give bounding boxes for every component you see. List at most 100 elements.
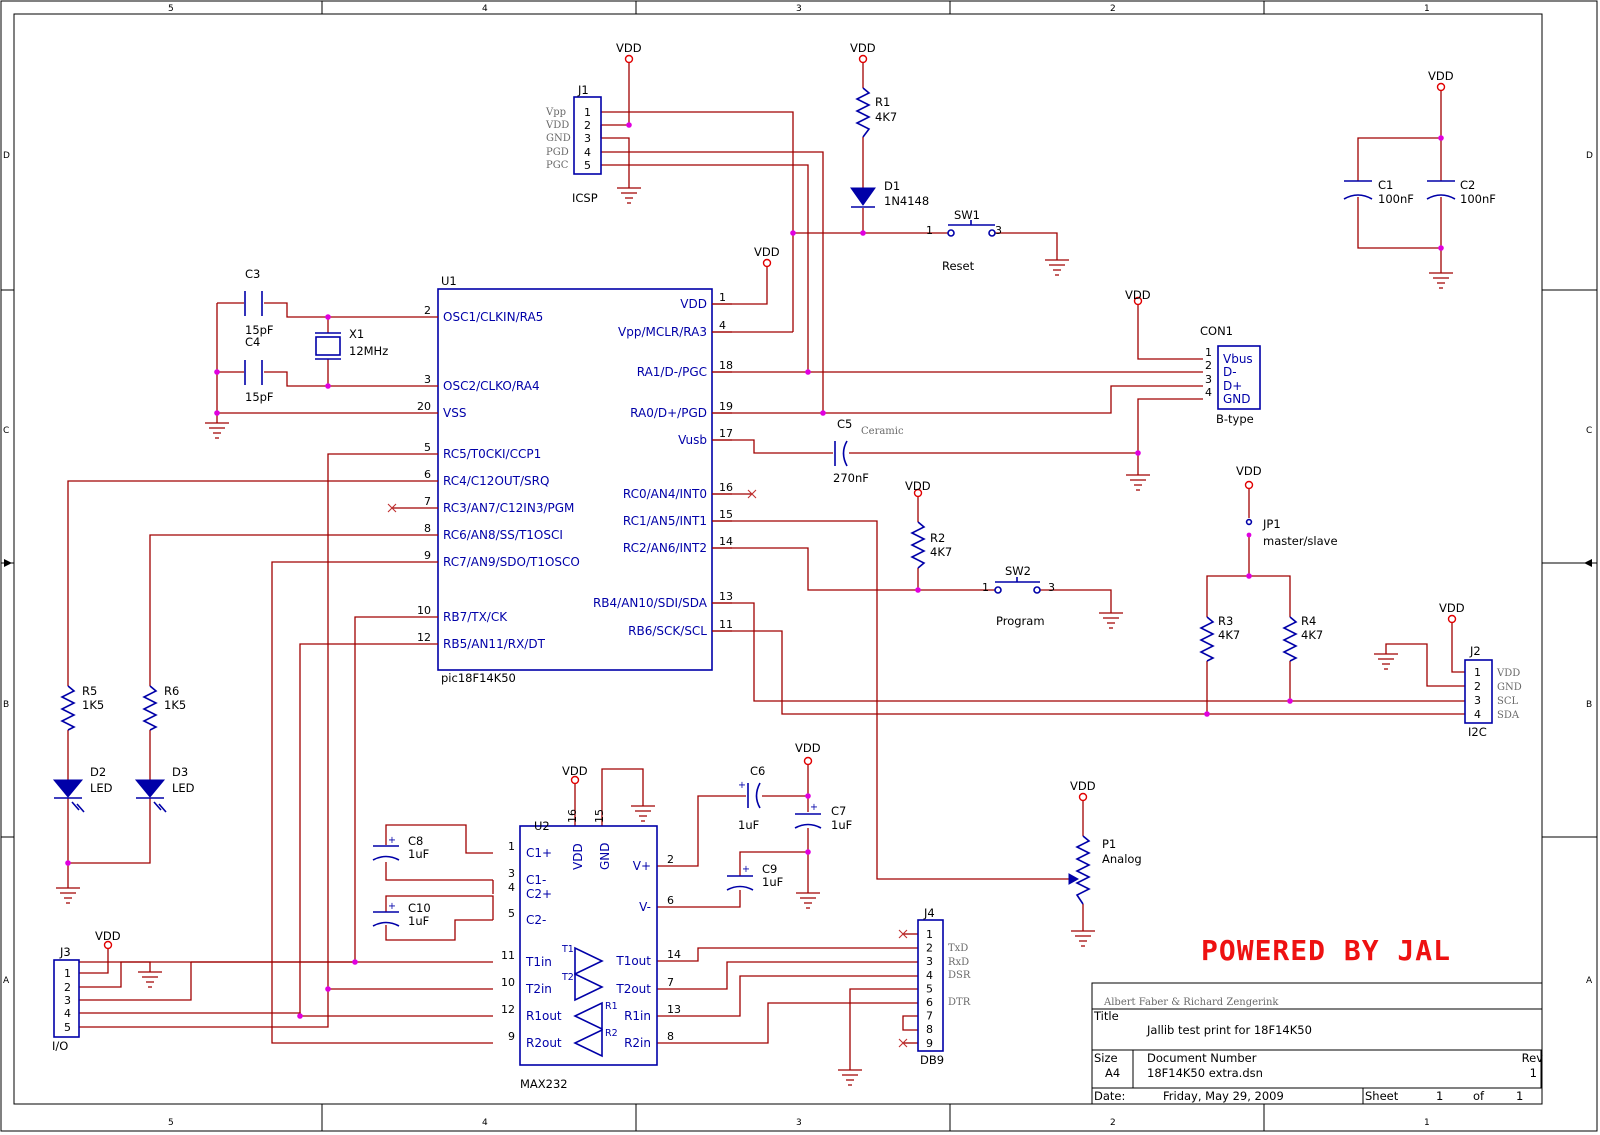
d3-value: LED — [172, 781, 195, 795]
u1-microcontroller: U1 pic18F14K50 OSC1/CLKIN/RA52OSC2/CLKO/… — [417, 274, 733, 685]
j2-pin-1: 1 — [1474, 666, 1481, 679]
c3-ref: C3 — [245, 267, 260, 281]
c3-capacitor: C3 15pF — [244, 267, 274, 337]
tb-title: Jallib test print for 18F14K50 — [1146, 1023, 1312, 1037]
d2-ref: D2 — [90, 765, 106, 779]
c6-value: 1uF — [738, 818, 759, 832]
u1-pin-number-right: 18 — [719, 359, 733, 372]
u2-pin-15-num: 15 — [593, 809, 606, 823]
vdd-label: VDD — [1236, 464, 1262, 478]
buffer-icon — [574, 972, 604, 1002]
u1-pin-label-left: OSC2/CLKO/RA4 — [443, 379, 540, 393]
u1-pin-number-right: 15 — [719, 508, 733, 521]
ground-symbols — [56, 187, 1453, 1086]
r3-resistor: R3 4K7 — [1199, 614, 1240, 662]
j2-signal-gnd: GND — [1497, 682, 1522, 693]
c7-capacitor: + C7 1uF — [794, 802, 852, 832]
vdd-port-icon — [803, 756, 813, 766]
u1-pin-label-right: RC0/AN4/INT0 — [623, 487, 707, 501]
u1-pin-number-left: 10 — [417, 604, 431, 617]
d1-value: 1N4148 — [884, 194, 929, 208]
u2-pin-label-left: R2out — [526, 1036, 562, 1050]
tb-of-label: of — [1473, 1089, 1485, 1103]
u1-pin-label-left: RC3/AN7/C12IN3/PGM — [443, 501, 574, 515]
j3-io-header: J3 I/O 1 2 3 4 5 — [52, 945, 80, 1053]
u2-pin-label-right: T1out — [615, 954, 651, 968]
j1-pin-3: 3 — [584, 132, 591, 145]
vdd-label: VDD — [95, 929, 121, 943]
u2-pin-label-left: C1+ — [526, 846, 552, 860]
tb-docnum: 18F14K50 extra.dsn — [1147, 1066, 1263, 1080]
con1-signal-dplus: D+ — [1223, 379, 1242, 393]
u2-pin-number-right: 14 — [667, 948, 681, 961]
frame-col-bottom-4: 2 — [1110, 1118, 1116, 1128]
j4-signal-dsr: DSR — [948, 970, 971, 981]
u2-pin-number-right: 2 — [667, 853, 674, 866]
c7-polarity: + — [810, 802, 818, 813]
frame-row-right-d: D — [1586, 151, 1593, 161]
c7-ref: C7 — [831, 804, 846, 818]
c9-value: 1uF — [762, 875, 783, 889]
c7-value: 1uF — [831, 818, 852, 832]
u2-pin-number-left: 5 — [508, 907, 515, 920]
frame-col-top-1: 5 — [168, 4, 174, 14]
c8-polarity: + — [388, 835, 396, 846]
u1-pin-label-left: RC7/AN9/SDO/T1OSCO — [443, 555, 580, 569]
u2-pin-label-left: C1- — [526, 873, 546, 887]
u2-pin-label-left: R1out — [526, 1009, 562, 1023]
u1-left-pins: OSC1/CLKIN/RA52OSC2/CLKO/RA43VSS20RC5/T0… — [417, 304, 580, 651]
con1-signal-vbus: Vbus — [1223, 352, 1253, 366]
c9-polarity: + — [742, 864, 750, 875]
u1-pin-number-right: 4 — [719, 319, 726, 332]
u2-pin-vdd: VDD — [571, 843, 585, 870]
u2-pin-label-right: V- — [639, 900, 651, 914]
frame-row-left-a: A — [3, 976, 10, 986]
c1-ref: C1 — [1378, 178, 1393, 192]
vdd-label: VDD — [754, 245, 780, 259]
u1-pin-number-right: 14 — [719, 535, 733, 548]
u2-pin-number-left: 4 — [508, 881, 515, 894]
title-block: Albert Faber & Richard Zengerink Title J… — [1091, 982, 1543, 1105]
u1-pin-number-left: 5 — [424, 441, 431, 454]
c4-ref: C4 — [245, 335, 260, 349]
vdd-port-icon — [1133, 296, 1143, 306]
u2-max232: U2 MAX232 16 15 VDD GND C1+1C1-3C2+4C2-5… — [501, 809, 681, 1091]
tb-docnum-label: Document Number — [1147, 1051, 1257, 1065]
ground-icon — [56, 887, 80, 904]
j3-pin-2: 2 — [64, 981, 71, 994]
con1-signal-dminus: D- — [1223, 365, 1237, 379]
p1-ref: P1 — [1102, 837, 1116, 851]
tb-rev: 1 — [1530, 1066, 1537, 1080]
buffer-icon — [573, 1001, 603, 1031]
u2-pin-number-left: 9 — [508, 1030, 515, 1043]
j3-pin-5: 5 — [64, 1021, 71, 1034]
c4-value: 15pF — [245, 390, 274, 404]
u2-buffer-r1-label: R1 — [605, 1001, 618, 1012]
led-icon — [52, 779, 84, 798]
vdd-label: VDD — [1428, 69, 1454, 83]
frame-row-right-a: A — [1586, 976, 1593, 986]
c5-value: 270nF — [833, 471, 869, 485]
r1-ref: R1 — [875, 95, 890, 109]
j2-pin-2: 2 — [1474, 680, 1481, 693]
u2-pin-label-right: V+ — [633, 859, 651, 873]
j1-signal-vdd: VDD — [545, 120, 569, 131]
j4-ref: J4 — [923, 906, 935, 920]
ground-icon — [1099, 612, 1123, 629]
x1-value: 12MHz — [349, 344, 388, 358]
u2-pin-label-left: C2+ — [526, 887, 552, 901]
u2-pin-number-left: 3 — [508, 867, 515, 880]
u2-pin-number-left: 10 — [501, 976, 515, 989]
u1-pin-label-left: RB7/TX/CK — [443, 610, 508, 624]
tb-authors: Albert Faber & Richard Zengerink — [1103, 997, 1279, 1008]
j4-signal-rxd: RxD — [948, 957, 969, 968]
tb-size: A4 — [1105, 1066, 1120, 1080]
j3-pin-1: 1 — [64, 967, 71, 980]
sw2-program-switch: 1 3 SW2 Program — [982, 564, 1055, 628]
sw1-name: Reset — [942, 259, 975, 273]
no-connect-marks — [387, 489, 908, 1048]
ground-icon — [1071, 930, 1095, 947]
u2-buffer-t1-label: T1 — [561, 944, 574, 955]
